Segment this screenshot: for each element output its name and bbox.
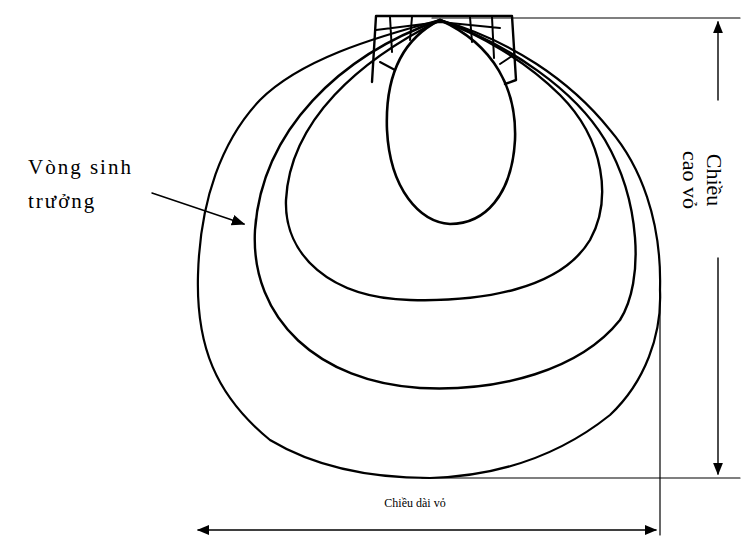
extension-line	[659, 290, 660, 535]
extension-line	[422, 18, 740, 478]
length-label: Chiều dài vỏ	[381, 496, 448, 510]
growth-ring	[255, 20, 636, 388]
growth-ring	[387, 20, 515, 224]
dimension-line	[717, 258, 718, 474]
dimension-line	[198, 529, 656, 530]
leader-line	[152, 193, 244, 224]
dimension-line	[717, 22, 718, 100]
growth-ring	[286, 20, 602, 300]
shell-outline	[198, 20, 660, 478]
height-label: Chiều cao vỏ	[678, 141, 726, 219]
growth-ring-label: Vòng sinh trưởng	[28, 150, 160, 218]
